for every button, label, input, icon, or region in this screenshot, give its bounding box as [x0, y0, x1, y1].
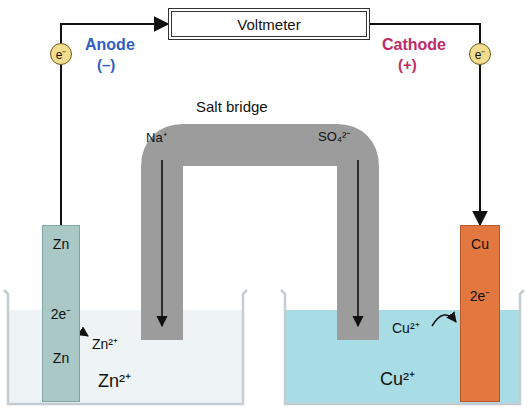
electron-label: e⁻	[475, 46, 486, 63]
box-label: Voltmeter	[237, 16, 300, 33]
text-label: Cathode	[382, 36, 446, 54]
wire	[61, 24, 168, 225]
text-label: Zn²⁺	[92, 334, 118, 353]
text-label: Zn²⁺	[98, 368, 131, 392]
electrode-label: Zn	[43, 236, 79, 252]
wire	[370, 24, 480, 225]
voltmeter-box: Voltmeter	[168, 8, 370, 40]
text-label: SO₄²⁻	[318, 127, 350, 145]
electrode-label: 2e⁻	[461, 286, 499, 305]
electrode: Cu 2e⁻	[460, 225, 500, 402]
electrode-label: Zn	[43, 350, 79, 366]
text-label: (–)	[97, 56, 115, 73]
text-label: Anode	[85, 36, 135, 54]
text-label: Salt bridge	[196, 98, 268, 115]
electron-badge: e⁻	[50, 43, 72, 65]
ion-flow-arrow	[357, 160, 359, 326]
electrode-label: Cu	[461, 236, 499, 252]
electron-label: e⁻	[56, 46, 67, 63]
text-label: Na⁺	[146, 128, 167, 146]
text-label: Cu²⁺	[392, 318, 420, 337]
ion-flow-arrow	[161, 160, 163, 326]
electrode-label: 2e⁻	[43, 304, 79, 323]
electron-badge: e⁻	[469, 43, 491, 65]
anode-beaker	[4, 290, 247, 404]
salt-bridge	[162, 145, 358, 340]
text-label: (+)	[398, 56, 417, 73]
text-label: Cu²⁺	[380, 366, 415, 390]
reduction-arrow	[432, 315, 456, 326]
electrode: Zn 2e⁻ Zn	[42, 225, 80, 402]
